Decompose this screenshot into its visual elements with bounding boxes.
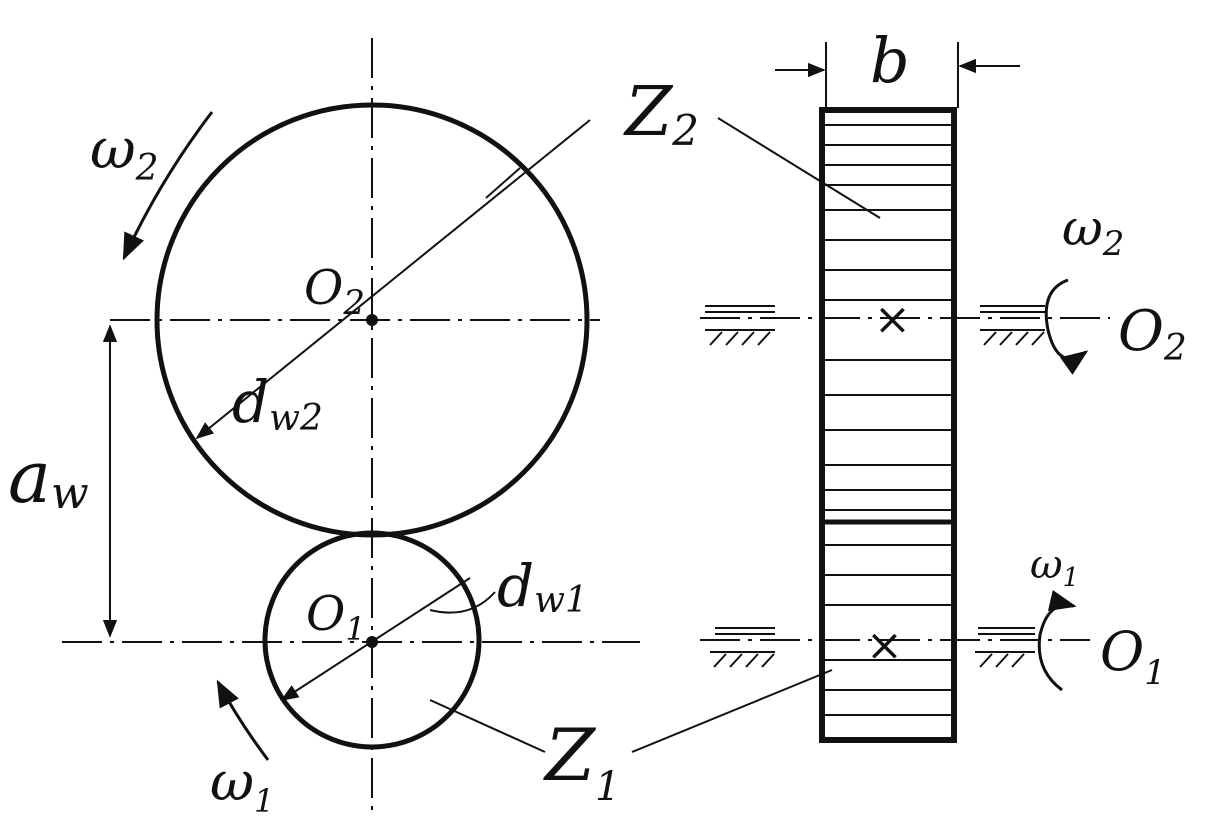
label-o1-side: O1 xyxy=(1100,620,1166,693)
label-dw2: dw2 xyxy=(232,368,323,439)
label-omega2-left: ω2 xyxy=(90,117,159,189)
omega1-rotation-arrow xyxy=(216,679,270,761)
z1-leader-side xyxy=(631,669,833,753)
z1-leader-front xyxy=(429,699,546,753)
bearing-support-o2-left xyxy=(705,305,775,346)
gear1-pitch-circle xyxy=(262,530,482,750)
z2-leader-front xyxy=(485,167,521,199)
dw1-dimension-line xyxy=(280,577,471,701)
z2-leader-side xyxy=(717,117,881,219)
omega2-shaft-rotation-arrow xyxy=(1044,278,1089,375)
center-mark-o1-side: × xyxy=(866,620,903,671)
dw1-leader xyxy=(429,591,496,614)
label-b: b xyxy=(870,24,910,97)
label-z2: Z2 xyxy=(623,73,699,155)
label-o2-side: O2 xyxy=(1118,299,1187,369)
omega2-rotation-arrow xyxy=(122,111,214,261)
bearing-support-o2-right xyxy=(980,305,1045,346)
bearing-support-o1-left xyxy=(710,627,775,668)
label-omega1-right: ω1 xyxy=(1030,542,1079,593)
center-o2-dot xyxy=(366,314,378,326)
label-o1-center: O1 xyxy=(306,586,366,648)
dw2-dimension-line xyxy=(195,119,591,440)
gear-side-hatching xyxy=(822,124,954,716)
label-z1: Z1 xyxy=(543,713,620,810)
label-dw1: dw1 xyxy=(497,552,588,621)
center-mark-o2-side: × xyxy=(874,294,911,345)
label-o2-center: O2 xyxy=(304,260,365,323)
label-omega2-right: ω2 xyxy=(1062,199,1124,264)
gear-side-view-body xyxy=(819,107,957,743)
omega1-shaft-rotation-arrow xyxy=(1037,590,1077,692)
label-omega1-left: ω1 xyxy=(210,750,274,820)
bearing-support-o1-right xyxy=(975,627,1035,668)
label-aw: aw xyxy=(8,435,89,519)
